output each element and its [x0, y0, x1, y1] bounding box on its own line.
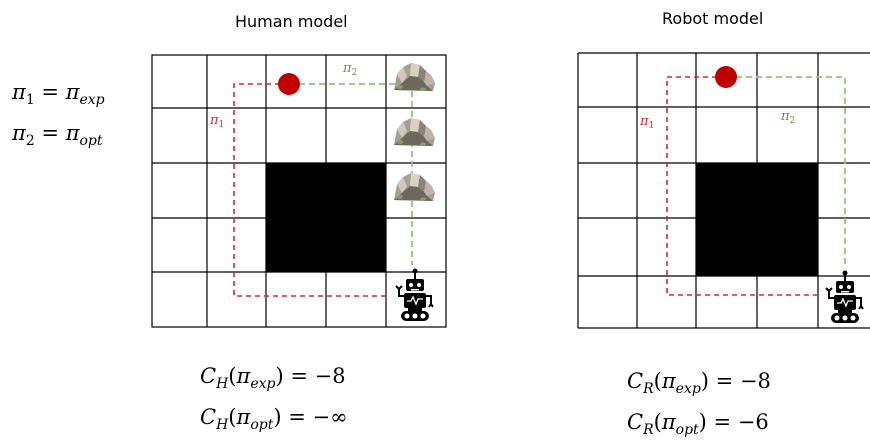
rock-pile-icon — [394, 118, 435, 146]
legend-row-2: π2 = πopt — [12, 121, 103, 149]
human-path-1 — [233, 83, 386, 297]
goal-dot — [715, 66, 737, 88]
human-cost-exp: CH(πexp) = −8 — [200, 364, 346, 392]
robot-path-1 — [666, 76, 818, 296]
goal-dot — [278, 73, 300, 95]
robot-icon — [395, 267, 434, 322]
human-grid — [151, 54, 447, 328]
rock-pile-icon — [394, 63, 435, 91]
rock-pile-icon — [394, 173, 435, 201]
grid-diagrams: π1 π2 π1 π2 — [151, 52, 870, 329]
robot-path-1-label: π1 — [639, 114, 654, 131]
human-path-2-label: π2 — [342, 61, 357, 78]
legend-row-1: π1 = πexp — [12, 80, 105, 108]
robot-model-title: Robot model — [662, 9, 764, 28]
human-costs: CH(πexp) = −8 CH(πopt) = −∞ — [200, 360, 348, 442]
robot-icon — [825, 269, 864, 324]
robot-grid — [577, 52, 870, 329]
robot-cost-exp: CR(πexp) = −8 — [627, 369, 771, 397]
robot-costs: CR(πexp) = −8 CR(πopt) = −6 — [627, 365, 771, 447]
human-cost-opt: CH(πopt) = −∞ — [200, 405, 348, 433]
policy-legend: π1 = πexp π2 = πopt — [12, 76, 105, 158]
human-path-1-label: π1 — [209, 113, 224, 130]
human-model-title: Human model — [235, 12, 348, 31]
robot-path-2-label: π2 — [780, 109, 795, 126]
robot-cost-opt: CR(πopt) = −6 — [627, 410, 769, 438]
